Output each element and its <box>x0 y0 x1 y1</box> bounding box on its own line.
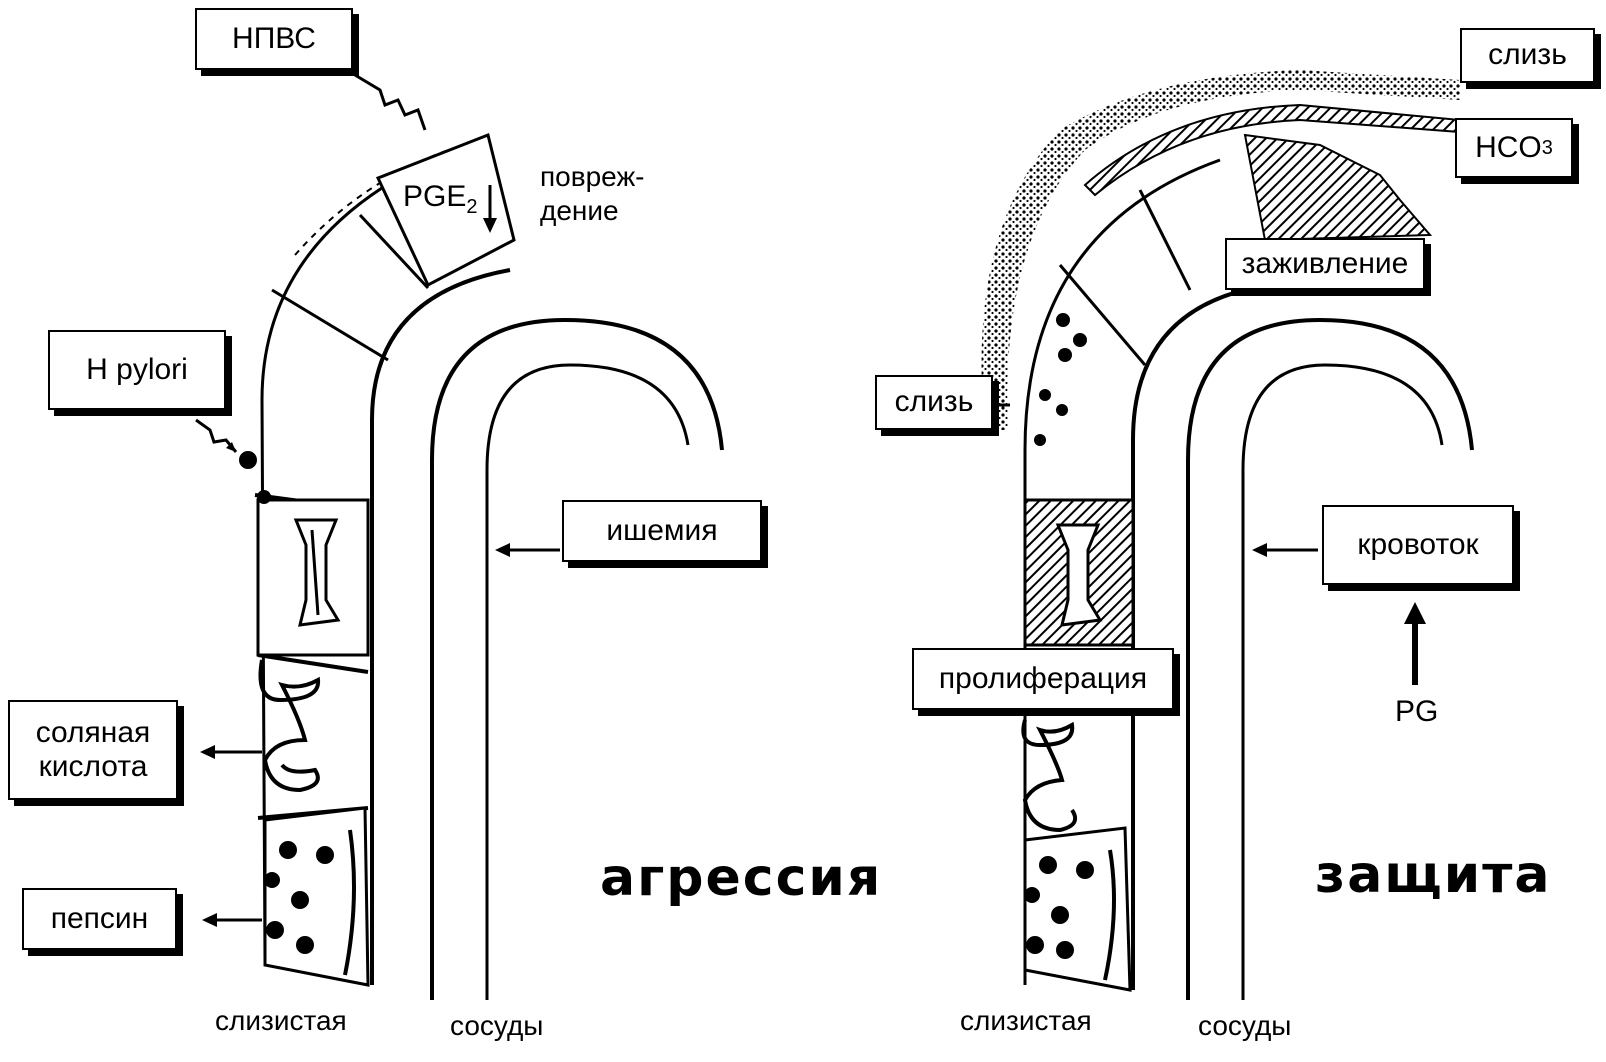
h-pylori-arrowhead <box>226 442 236 452</box>
granule-dot <box>1026 936 1044 954</box>
h-pylori-squiggle-arrow <box>195 418 238 453</box>
pg-label: PG <box>1395 695 1439 728</box>
granule-dot <box>1034 434 1046 446</box>
granule-dot <box>316 846 334 864</box>
left-granular-wall <box>343 829 356 976</box>
hcl-label-line2: кислота <box>38 750 148 783</box>
hcl-label: соляная кислота <box>8 700 178 800</box>
granule-dot <box>1024 887 1040 903</box>
healing-label-text: заживление <box>1241 246 1409 280</box>
h-pylori-label: H pylori <box>48 330 226 410</box>
granule-dot <box>1056 404 1068 416</box>
left-gland-diagram <box>195 73 724 1000</box>
right-vessel-inner <box>1241 363 1444 1000</box>
ischemia-label: ишемия <box>562 500 762 562</box>
left-vessels-label: сосуды <box>450 1010 544 1041</box>
granule-dot <box>279 841 297 859</box>
right-mucosa-label: слизистая <box>960 1005 1092 1036</box>
h-pylori-label-text: H pylori <box>86 352 188 386</box>
left-cell-divider <box>358 213 430 290</box>
pg-up-arrowhead <box>1404 602 1426 624</box>
left-cell-divider <box>271 288 389 362</box>
nsaid-label: НПВС <box>195 8 353 70</box>
right-folds <box>1021 719 1077 833</box>
hco3-label-sub: 3 <box>1541 136 1553 159</box>
pge2-down-arrowhead <box>483 218 497 233</box>
h-pylori-organism <box>257 490 271 504</box>
damage-label-line1: повреж- <box>540 161 645 192</box>
mucus-top-label: слизь <box>1460 28 1595 83</box>
granule-dot <box>1058 348 1072 362</box>
pge2-label-main: PGE <box>403 180 467 213</box>
pge2-cell <box>375 132 516 288</box>
granule-dot <box>291 891 309 909</box>
damage-label: повреж- дение <box>540 160 645 227</box>
granule-dot <box>1039 856 1057 874</box>
left-vessel-outer <box>430 317 724 1000</box>
right-granular-wall <box>1103 849 1116 981</box>
right-vessel-outer <box>1186 317 1474 1000</box>
right-vessels-label: сосуды <box>1198 1010 1292 1041</box>
pge2-label-sub: 2 <box>466 196 478 218</box>
blood-flow-arrowhead <box>1252 543 1267 557</box>
right-cell-divider <box>1058 264 1147 366</box>
nsaid-squiggle-arrow <box>354 73 427 131</box>
h-pylori-organism <box>239 451 257 469</box>
protection-title: защита <box>1315 845 1552 905</box>
left-folds <box>258 659 321 793</box>
right-inner-mucosa <box>1131 283 1271 990</box>
damage-label-line2: дение <box>540 194 619 226</box>
left-vessel-inner <box>485 363 690 1000</box>
right-nucleus <box>1055 523 1103 627</box>
granule-dot <box>1056 313 1070 327</box>
mucus-left-label: слизь <box>875 375 993 430</box>
hcl-arrowhead <box>200 745 215 759</box>
proliferation-label-text: пролиферация <box>938 661 1148 695</box>
mucus-left-label-text: слизь <box>894 385 974 419</box>
hcl-label-line1: соляная <box>35 715 151 749</box>
ischemia-label-text: ишемия <box>606 513 718 547</box>
healing-region <box>1243 133 1433 242</box>
blood-flow-label: кровоток <box>1322 505 1514 585</box>
left-inner-mucosa <box>370 268 511 985</box>
mucus-top-label-text: слизь <box>1488 38 1567 72</box>
granule-dot <box>296 936 314 954</box>
pepsin-arrowhead <box>202 913 217 927</box>
blood-flow-label-text: кровоток <box>1357 527 1479 561</box>
right-cell-divider <box>1138 189 1192 291</box>
right-gland-diagram <box>981 70 1474 1000</box>
nsaid-label-text: НПВС <box>232 21 316 55</box>
proliferation-label: пролиферация <box>912 648 1174 710</box>
granule-dot <box>266 921 284 939</box>
pepsin-label-text: пепсин <box>50 901 149 935</box>
granule-dot <box>264 872 280 888</box>
healing-label: заживление <box>1225 238 1425 290</box>
granule-dot <box>1051 906 1069 924</box>
granule-dot <box>1073 333 1087 347</box>
left-nucleus-core <box>310 529 320 616</box>
granule-dot <box>1039 389 1051 401</box>
left-cell-divider <box>257 653 369 674</box>
hco3-label-main: HCO <box>1475 130 1542 164</box>
ischemia-arrowhead <box>495 543 510 557</box>
aggression-title: агрессия <box>600 848 883 908</box>
granule-dot <box>1076 861 1094 879</box>
granule-dot <box>1056 941 1074 959</box>
pepsin-label: пепсин <box>22 888 177 950</box>
pge2-label: PGE2 <box>403 180 477 219</box>
left-mucosa-label: слизистая <box>215 1005 347 1036</box>
left-nucleus <box>293 518 341 627</box>
